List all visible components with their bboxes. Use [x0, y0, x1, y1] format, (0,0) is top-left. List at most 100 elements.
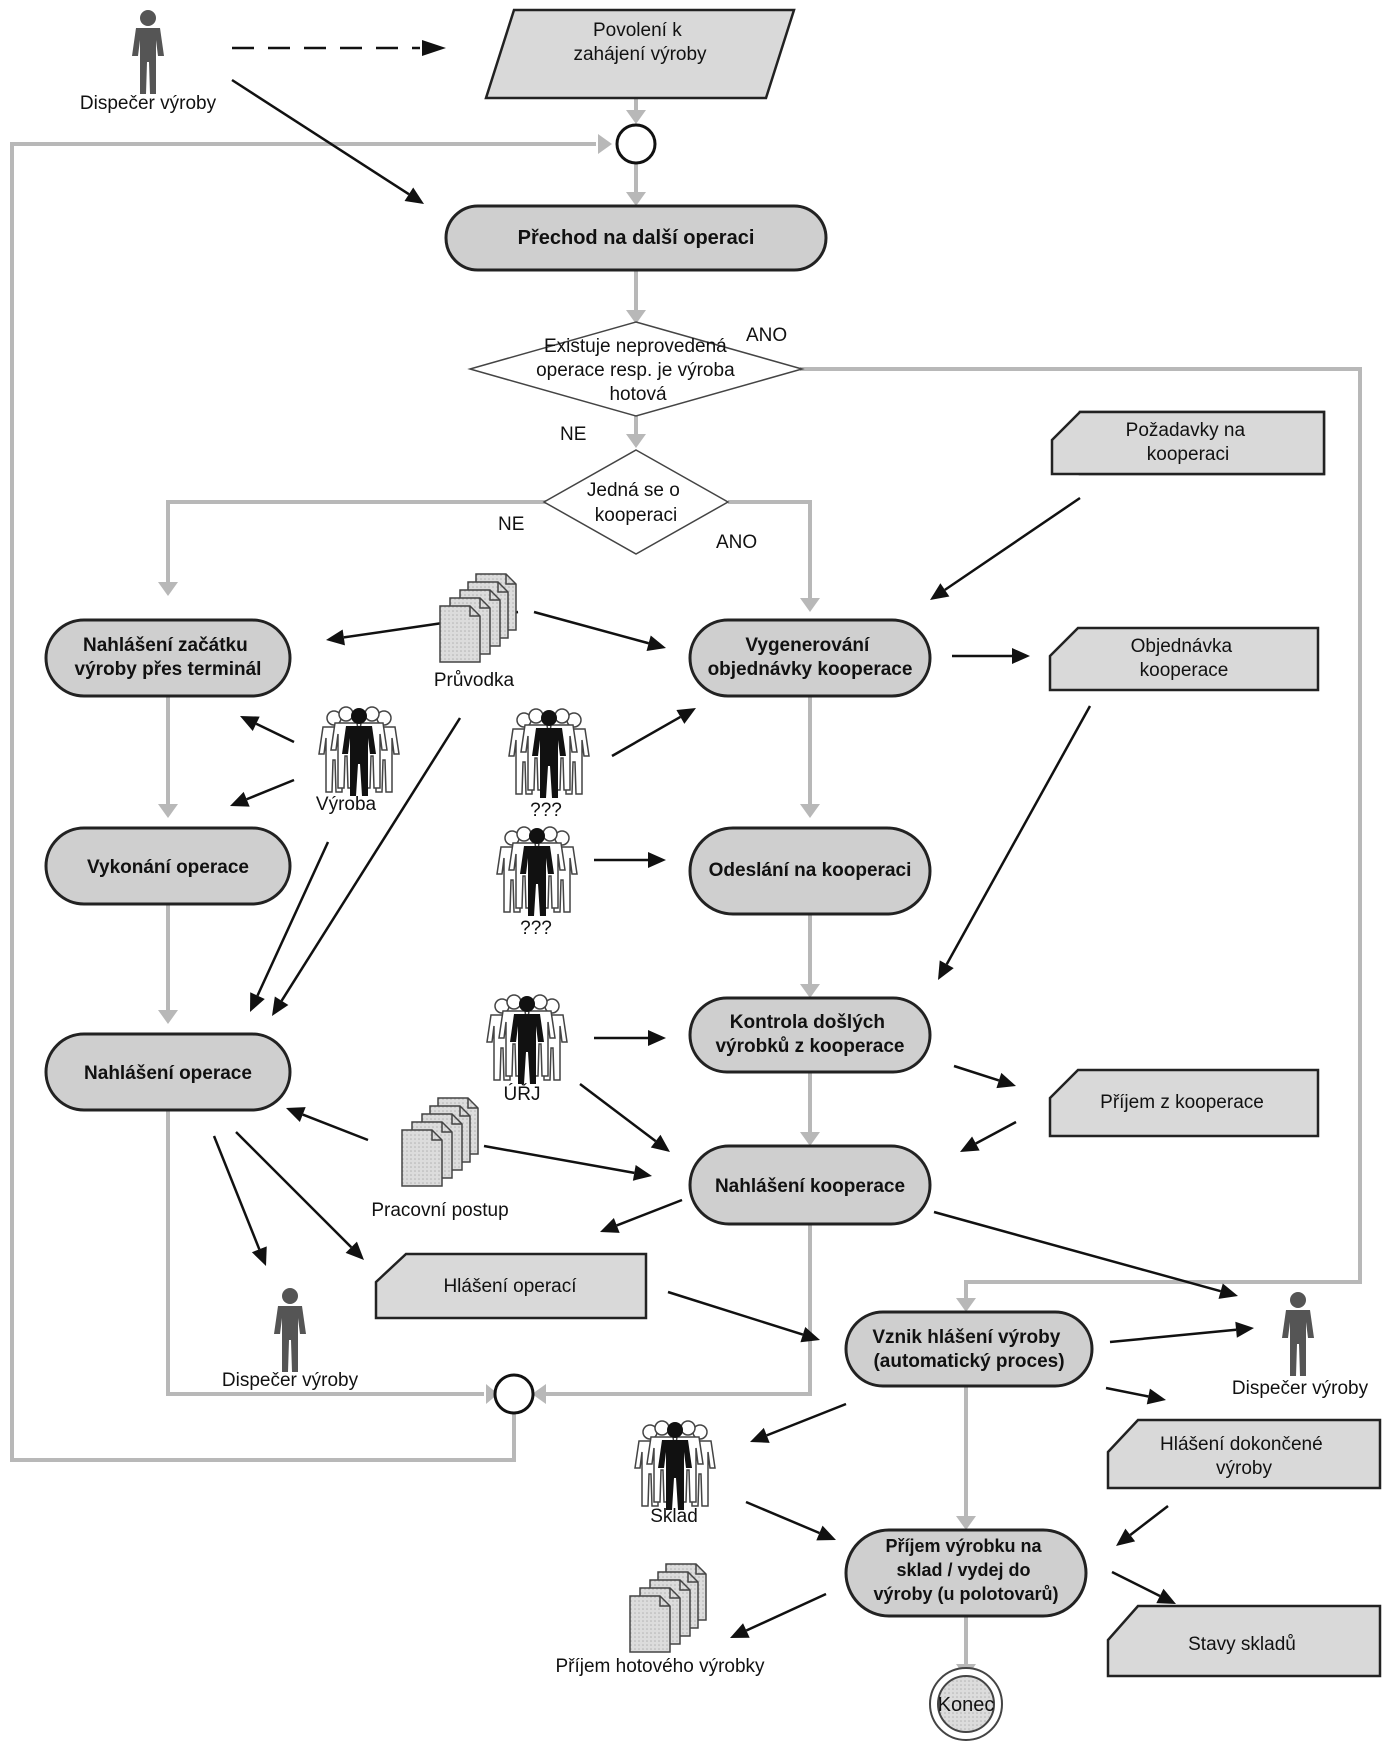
svg-text:Nahlášení operace: Nahlášení operace [84, 1063, 252, 1084]
flow-arrow-line [255, 722, 295, 744]
svg-text:Odeslání na kooperaci: Odeslání na kooperaci [709, 860, 912, 881]
branch-label-ne: NE [498, 514, 524, 535]
svg-text:Přechod na další operaci: Přechod na další operaci [518, 227, 755, 249]
paper-stack-label: Průvodka [434, 670, 515, 691]
group-icon [497, 827, 577, 916]
end-node: Konec [929, 1667, 1003, 1741]
actor-label: Výroba [316, 794, 377, 815]
group-icon [487, 995, 567, 1084]
flow-arrowhead [404, 187, 424, 204]
flow-arrowhead [650, 1134, 670, 1152]
svg-text:Objednávka kooperace: Objednávka kooperace [1131, 636, 1238, 681]
flow-arrowhead [938, 960, 954, 980]
flow-arrow-line [745, 1500, 820, 1535]
flow-arrow-line [1129, 1505, 1169, 1537]
flow-arrow-line [616, 1198, 683, 1227]
document-pozadavky: Požadavky na kooperaci [1050, 410, 1326, 476]
flow-arrowhead [1235, 1321, 1254, 1338]
flow-arrow-line [212, 1135, 261, 1250]
flow-arrowhead [646, 635, 666, 651]
flow-arrowhead [996, 1072, 1016, 1089]
actor-label: Dispečer výroby [1232, 1378, 1369, 1399]
control-flow-lines [10, 72, 1362, 1678]
document-objednavka: Objednávka kooperace [1048, 626, 1320, 692]
flow-arrow-line [933, 1210, 1221, 1293]
paper-stack-label: Pracovní postup [371, 1200, 508, 1221]
flow-arrowhead [1012, 648, 1030, 664]
flow-arrowhead [1146, 1388, 1166, 1405]
paper-stack-icon [440, 574, 516, 662]
actor-label: Dispečer výroby [222, 1370, 359, 1391]
branch-label-ne: NE [560, 424, 586, 445]
svg-text:Hlášení operací: Hlášení operací [443, 1276, 577, 1297]
svg-text:Konec: Konec [938, 1694, 995, 1716]
document-hlaseni-operaci: Hlášení operací [374, 1252, 648, 1320]
svg-text:Existuje neprovedená ope: Existuje neprovedená operace resp. je vý… [536, 336, 740, 405]
flow-arrowhead [930, 583, 950, 600]
svg-text:Povolení k zahájení výro: Povolení k zahájení výroby [573, 20, 707, 65]
connector-circle [493, 1373, 535, 1415]
branch-label-ano: ANO [716, 532, 757, 553]
flow-arrowhead [345, 1241, 364, 1260]
document-povoleni: Povolení k zahájení výroby [484, 8, 796, 100]
group-icon [635, 1421, 715, 1510]
flow-arrow-line [1109, 1328, 1237, 1344]
flow-arrowhead [816, 1525, 836, 1541]
branch-label-ano: ANO [746, 325, 787, 346]
flow-arrow-line [667, 1290, 804, 1336]
decision-existuje: Existuje neprovedená operace resp. je vý… [467, 321, 805, 417]
flow-arrow-line [231, 78, 410, 196]
document-stavy-skladu: Stavy skladů [1106, 1604, 1382, 1678]
flow-arrow-line [579, 1083, 657, 1143]
flow-arrow-line [945, 705, 1092, 965]
svg-text:Hlášení dokončené výroby: Hlášení dokončené výroby [1160, 1434, 1328, 1479]
process-odeslani: Odeslání na kooperaci [688, 826, 932, 916]
svg-text:Požadavky na kooperaci: Požadavky na kooperaci [1126, 420, 1251, 465]
process-nahlaseni-kooperace: Nahlášení kooperace [688, 1144, 932, 1226]
flow-arrow-line [1111, 1570, 1161, 1598]
svg-text:Kontrola došlých výrobků: Kontrola došlých výrobků z kooperace [715, 1012, 904, 1057]
paper-stack-icon [402, 1098, 478, 1186]
svg-text:Stavy skladů: Stavy skladů [1188, 1634, 1296, 1655]
flow-arrowhead [632, 1164, 652, 1181]
flow-arrow-line [235, 1131, 353, 1249]
person-icon [1282, 1292, 1314, 1376]
flow-arrowhead [1218, 1283, 1238, 1299]
document-hlaseni-dokoncene: Hlášení dokončené výroby [1106, 1418, 1382, 1490]
flow-arrowhead [750, 1427, 770, 1443]
group-icon [509, 709, 589, 798]
flow-arrowhead [648, 852, 666, 868]
svg-text:Nahlášení začátku výroby: Nahlášení začátku výroby přes terminál [75, 635, 262, 680]
svg-text:Jedná se o kooperaci: Jedná se o kooperaci [587, 480, 685, 526]
flow-arrow-line [1105, 1386, 1149, 1398]
flow-arrowhead [1156, 1588, 1176, 1604]
flow-arrowhead [800, 1326, 820, 1343]
paper-stack-icon [630, 1564, 706, 1652]
flow-arrow-line [766, 1402, 847, 1437]
decision-kooperace: Jedná se o kooperaci [542, 449, 730, 555]
flow-arrow-line [246, 778, 295, 801]
process-vznik-hlaseni: Vznik hlášení výroby (automatický proces… [844, 1310, 1094, 1388]
actor-label: Sklad [650, 1506, 698, 1527]
svg-text:Nahlášení kooperace: Nahlášení kooperace [715, 1176, 905, 1197]
flow-arrowhead [960, 1136, 980, 1152]
data-flow-arrows [232, 40, 446, 56]
flow-arrowhead [240, 716, 260, 732]
flow-arrow-line [256, 841, 330, 997]
paper-stack-label: Příjem hotového výrobky [555, 1656, 765, 1677]
flow-arrowhead [648, 1030, 666, 1046]
flow-arrowhead [272, 996, 289, 1016]
process-kontrola: Kontrola došlých výrobků z kooperace [688, 996, 932, 1074]
flow-arrowhead [230, 791, 250, 807]
person-icon [274, 1288, 306, 1372]
flow-arrow-line [483, 1144, 635, 1175]
flow-arrow-line [302, 1113, 369, 1142]
flow-arrowhead [1116, 1528, 1136, 1546]
svg-text:Vygenerování objednávky: Vygenerování objednávky kooperace [708, 635, 913, 680]
flow-arrow-line [611, 715, 681, 758]
actor-label: ÚŘJ [504, 1083, 541, 1105]
svg-text:Příjem z kooperace: Příjem z kooperace [1100, 1092, 1264, 1113]
flow-arrow-line [533, 610, 649, 645]
flow-arrow-line [745, 1592, 827, 1632]
flow-arrowhead [286, 1107, 306, 1122]
